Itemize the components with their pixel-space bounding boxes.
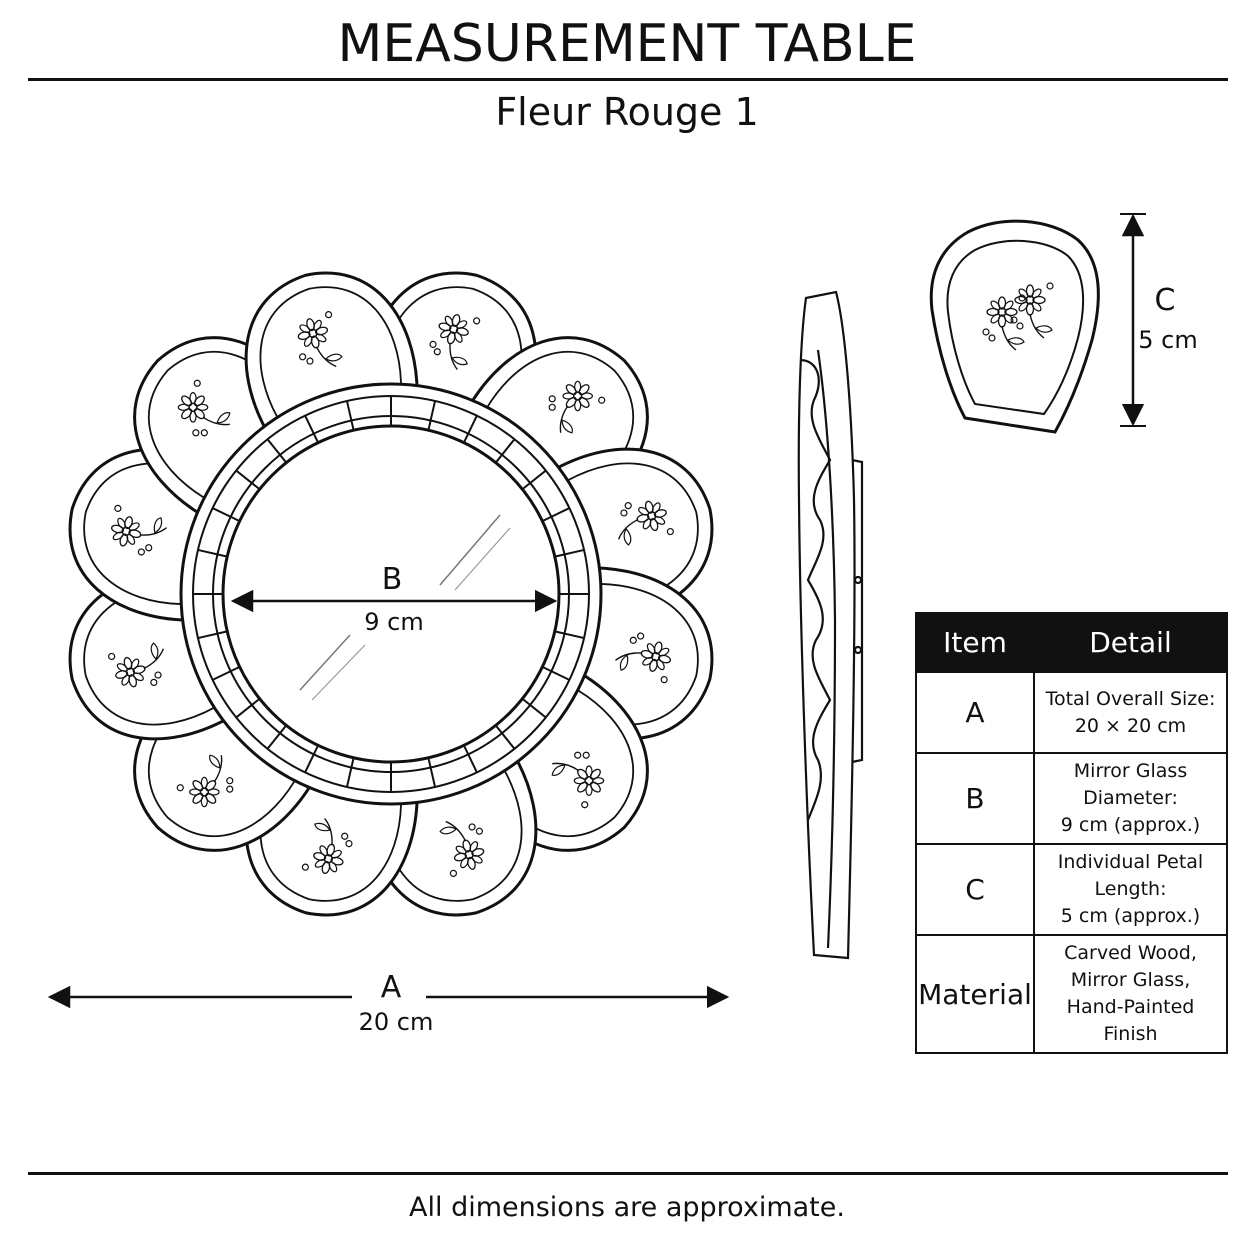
table-cell-detail: Total Overall Size: 20 × 20 cm	[1033, 671, 1228, 754]
dimension-a: A 20 cm	[47, 970, 730, 1036]
frame-segment	[235, 697, 261, 719]
flower-mirror-front-view	[68, 271, 714, 917]
dimension-a-letter: A	[381, 970, 402, 1005]
frame-segment	[462, 415, 478, 444]
dimension-b-value: 9 cm	[364, 608, 423, 636]
frame-segment	[462, 744, 478, 773]
product-name: Fleur Rouge 1	[495, 90, 759, 134]
frame-segment	[345, 757, 355, 788]
frame-segment	[554, 630, 585, 640]
table-header-item: Item	[915, 612, 1035, 673]
table-row: A Total Overall Size: 20 × 20 cm	[915, 671, 1228, 754]
detail-line: Mirror Glass Diameter:	[1073, 760, 1188, 809]
table-cell-item: Material	[915, 934, 1035, 1054]
frame-segment	[427, 757, 437, 788]
table-row: C Individual Petal Length: 5 cm (approx.…	[915, 843, 1228, 936]
table-header-detail: Detail	[1033, 612, 1228, 673]
frame-segment	[541, 507, 570, 523]
frame-segment	[494, 438, 516, 464]
detail-line: 5 cm (approx.)	[1060, 905, 1201, 927]
frame-segment	[554, 548, 585, 558]
detail-line: Hand-Painted Finish	[1066, 996, 1195, 1045]
frame-segment	[494, 724, 516, 750]
frame-segment	[521, 697, 547, 719]
dimension-a-value: 20 cm	[359, 1008, 434, 1036]
frame-segment	[345, 400, 355, 431]
frame-segment	[212, 665, 241, 681]
frame-segment	[197, 548, 228, 558]
frame-segment	[266, 724, 288, 750]
page-title: MEASUREMENT TABLE	[337, 14, 917, 74]
frame-segment	[197, 630, 228, 640]
frame-segment	[304, 744, 320, 773]
dimension-c-letter: C	[1155, 283, 1176, 318]
frame-segment	[212, 507, 241, 523]
mirror-side-profile	[797, 290, 864, 960]
table-cell-detail: Carved Wood, Mirror Glass, Hand-Painted …	[1033, 934, 1228, 1054]
frame-segment	[427, 400, 437, 431]
frame-segment	[304, 415, 320, 444]
title-divider	[28, 78, 1228, 81]
frame-segment	[521, 469, 547, 491]
frame-segment	[541, 665, 570, 681]
frame-segment	[235, 469, 261, 491]
detail-line: Mirror Glass,	[1070, 969, 1191, 991]
table-row: Material Carved Wood, Mirror Glass, Hand…	[915, 934, 1228, 1054]
detail-line: 20 × 20 cm	[1074, 714, 1187, 737]
carved-frame-segments	[193, 396, 589, 792]
table-cell-detail: Individual Petal Length: 5 cm (approx.)	[1033, 843, 1228, 936]
dimension-b-letter: B	[382, 562, 403, 597]
detail-line: Total Overall Size:	[1045, 687, 1216, 710]
dimension-c-value: 5 cm	[1138, 326, 1197, 354]
table-cell-item: C	[915, 843, 1035, 936]
frame-segment	[266, 438, 288, 464]
measurement-table: Item Detail A Total Overall Size: 20 × 2…	[915, 612, 1228, 1054]
petal-detail: C 5 cm	[929, 213, 1198, 434]
dimension-b: B 9 cm	[230, 562, 558, 636]
table-row: B Mirror Glass Diameter: 9 cm (approx.)	[915, 752, 1228, 845]
detail-line: Carved Wood,	[1064, 942, 1197, 964]
detail-line: Individual Petal Length:	[1057, 851, 1204, 900]
table-cell-item: B	[915, 752, 1035, 845]
detail-line: 9 cm (approx.)	[1060, 814, 1201, 836]
table-cell-item: A	[915, 671, 1035, 754]
footer-divider	[28, 1172, 1228, 1175]
footer-note: All dimensions are approximate.	[409, 1192, 845, 1223]
table-cell-detail: Mirror Glass Diameter: 9 cm (approx.)	[1033, 752, 1228, 845]
